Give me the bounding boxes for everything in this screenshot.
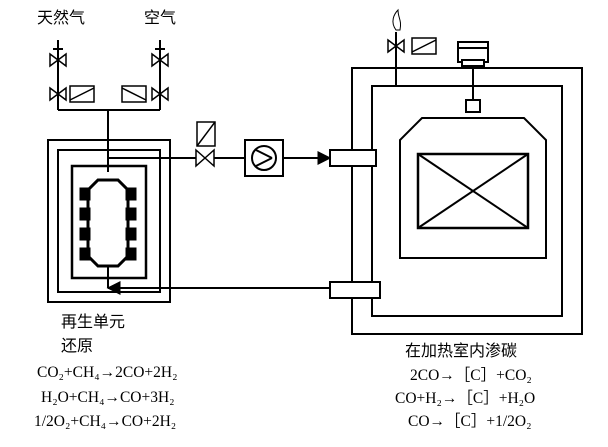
carburizing-reaction: CO→［C］+1/2O₂ xyxy=(408,413,532,430)
furnace-inlet-port xyxy=(329,149,377,167)
regeneration-reaction: CO₂+CH₄→2CO+2H₂ xyxy=(37,364,178,381)
air-manual-valve[interactable] xyxy=(151,48,169,68)
reduction-label: 还原 xyxy=(61,336,94,355)
furnace-caption: 在加热室内渗碳 xyxy=(405,341,518,360)
feed-solenoid-valve[interactable] xyxy=(195,121,216,168)
natural-gas-label: 天然气 xyxy=(37,8,86,27)
natural-gas-solenoid-valve[interactable] xyxy=(49,85,95,103)
regeneration-reactor xyxy=(79,178,137,288)
regeneration-reaction: H₂O+CH₄→CO+3H₂ xyxy=(41,389,175,406)
flame-icon xyxy=(392,8,402,31)
fan-motor xyxy=(457,41,489,113)
furnace-retort xyxy=(399,117,547,259)
regeneration-reaction: 1/2O₂+CH₄→CO+2H₂ xyxy=(34,413,177,430)
air-solenoid-valve[interactable] xyxy=(121,85,169,103)
furnace-vent-valve[interactable] xyxy=(387,32,437,86)
furnace-outlet-port xyxy=(329,281,381,299)
carburizing-reaction: 2CO→［C］+CO₂ xyxy=(410,367,532,384)
feed-line xyxy=(107,151,332,172)
carburizing-reaction: CO+H₂→［C］+H₂O xyxy=(395,390,536,407)
carburizing-furnace xyxy=(351,67,583,335)
natural-gas-manual-valve[interactable] xyxy=(49,48,67,68)
regeneration-unit-label: 再生单元 xyxy=(61,312,126,331)
circulation-pump[interactable] xyxy=(244,139,284,177)
air-label: 空气 xyxy=(144,8,177,27)
